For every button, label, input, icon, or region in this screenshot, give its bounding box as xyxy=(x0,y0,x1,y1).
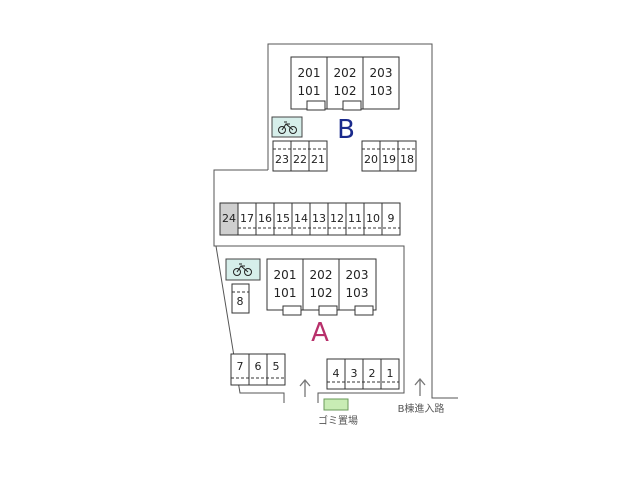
parking-slot-8: 8 xyxy=(237,295,244,308)
parking-slot-2: 2 xyxy=(369,367,376,380)
building-b-unit-101: 101 xyxy=(298,84,321,98)
parking-slot-8-box xyxy=(231,283,250,314)
building-b-label: B xyxy=(337,115,355,145)
site-boundary xyxy=(213,43,458,403)
building-b-unit-203: 203 xyxy=(370,66,393,80)
parking-row-lower-right xyxy=(326,358,400,390)
parking-slot-7: 7 xyxy=(237,360,244,373)
b-entrance-label: B棟進入路 xyxy=(398,402,445,415)
parking-slot-9: 9 xyxy=(388,212,395,225)
building-a-unit-102: 102 xyxy=(310,286,333,300)
parking-slot-11: 11 xyxy=(348,212,362,225)
garbage-area xyxy=(323,398,349,411)
parking-row-b xyxy=(272,140,417,172)
parking-slot-1: 1 xyxy=(387,367,394,380)
building-a-unit-103: 103 xyxy=(346,286,369,300)
building-b-unit-202: 202 xyxy=(334,66,357,80)
garbage-area-label: ゴミ置場 xyxy=(318,414,358,427)
parking-slot-12: 12 xyxy=(330,212,344,225)
bicycle-icon xyxy=(233,263,252,276)
parking-slot-5: 5 xyxy=(273,360,280,373)
parking-slot-18: 18 xyxy=(400,153,414,166)
building-a-unit-202: 202 xyxy=(310,268,333,282)
building-a-unit-201: 201 xyxy=(274,268,297,282)
parking-slot-20: 20 xyxy=(364,153,378,166)
parking-slot-22: 22 xyxy=(293,153,307,166)
building-b: 201 202 203 101 102 103 xyxy=(290,56,400,111)
parking-slot-4: 4 xyxy=(333,367,340,380)
parking-slot-19: 19 xyxy=(382,153,396,166)
bicycle-icon xyxy=(278,121,297,134)
parking-slot-15: 15 xyxy=(276,212,290,225)
parking-slot-17: 17 xyxy=(240,212,254,225)
building-a-unit-203: 203 xyxy=(346,268,369,282)
building-a: 201 202 203 101 102 103 xyxy=(266,258,377,316)
parking-slot-6: 6 xyxy=(255,360,262,373)
parking-slot-24: 24 xyxy=(222,212,236,225)
arrow-up-icon xyxy=(414,377,426,396)
building-a-unit-101: 101 xyxy=(274,286,297,300)
parking-slot-10: 10 xyxy=(366,212,380,225)
bicycle-parking-b xyxy=(271,116,303,138)
building-b-unit-103: 103 xyxy=(370,84,393,98)
parking-slot-16: 16 xyxy=(258,212,272,225)
parking-slot-14: 14 xyxy=(294,212,308,225)
building-b-unit-201: 201 xyxy=(298,66,321,80)
parking-row-lower-left xyxy=(230,353,286,386)
parking-slot-23: 23 xyxy=(275,153,289,166)
building-b-unit-102: 102 xyxy=(334,84,357,98)
arrow-up-icon xyxy=(299,378,311,397)
parking-slot-21: 21 xyxy=(311,153,325,166)
parking-slot-3: 3 xyxy=(351,367,358,380)
parking-slot-13: 13 xyxy=(312,212,326,225)
parking-row-middle xyxy=(219,202,401,236)
bicycle-parking-a xyxy=(225,258,261,281)
building-a-label: A xyxy=(311,318,329,348)
